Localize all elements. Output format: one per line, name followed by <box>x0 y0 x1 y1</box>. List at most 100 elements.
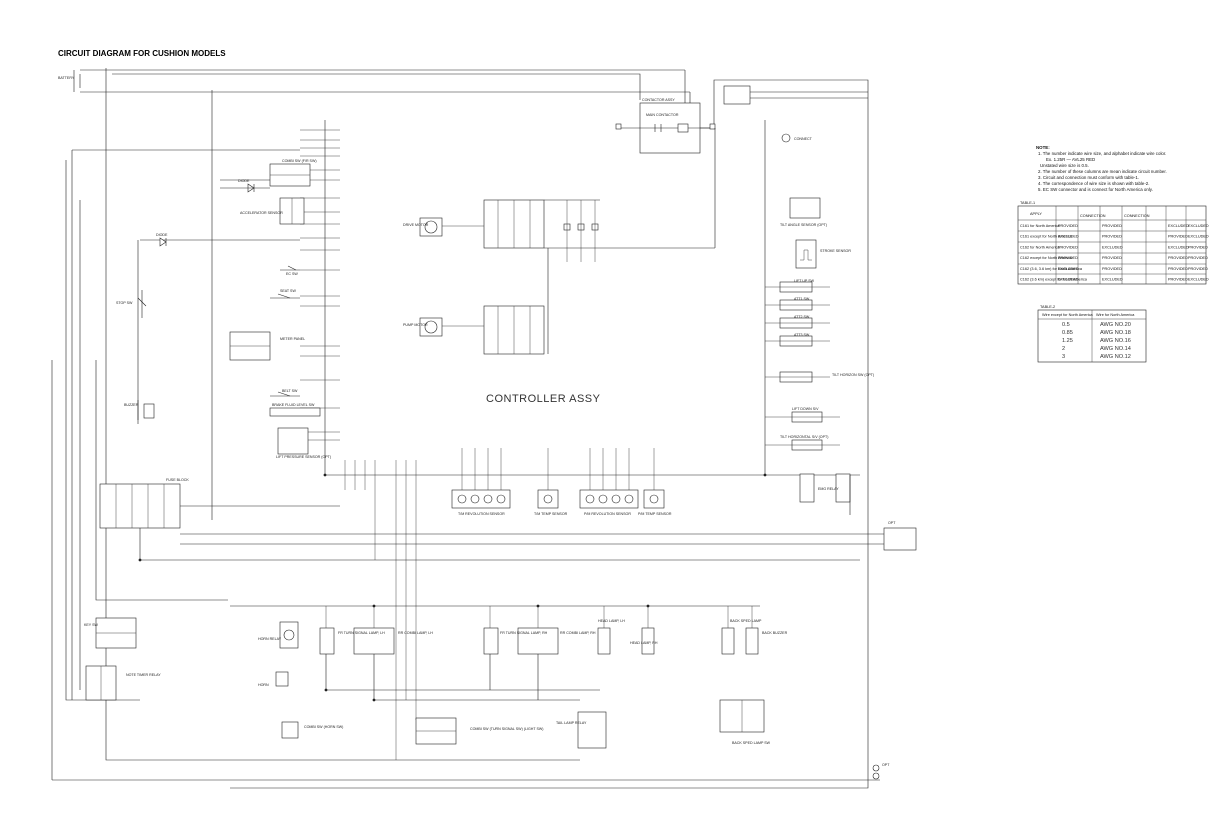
opt-label-bottom: OPT <box>882 763 890 767</box>
solenoid-valves <box>765 411 840 451</box>
head-lh-label: HEAD LAMP, LH <box>598 619 625 623</box>
table1-cell: PROVIDED <box>1168 278 1188 282</box>
table1-cell: EXCLUDED <box>1058 267 1079 271</box>
table1-cell: EXCLUDED <box>1102 245 1123 249</box>
main-contactor-label: MAIN CONTACTOR <box>646 113 679 117</box>
table1-cell: PROVIDED <box>1102 256 1122 260</box>
lift-pressure-sensor <box>277 427 309 455</box>
emg-relay <box>799 473 851 515</box>
brake-fluid-label: BRAKE FLUID LEVEL SW <box>272 403 315 407</box>
contactor-assy <box>615 102 716 154</box>
belt-sw-label: BELT SW <box>282 389 298 393</box>
lift-down-label: LIFT DOWN S/V <box>792 407 819 411</box>
back-lamp-sw <box>719 699 765 733</box>
battery-symbol <box>73 69 690 93</box>
tilt-angle-sensor <box>789 197 821 219</box>
stop-sw-label: STOP SW <box>116 301 133 305</box>
fuse-block <box>99 483 860 561</box>
lift-up-label: LIFT UP SW <box>794 279 815 283</box>
connect-symbol <box>781 133 791 143</box>
diode-label: DIODE <box>238 179 250 183</box>
tilt-angle-label: TILT ANGLE SENSOR (OPT) <box>780 223 827 227</box>
note-line: 4. The correspondence of wire size is sh… <box>1038 181 1149 186</box>
tm-temp-label: T/M TEMP SENSOR <box>534 512 568 516</box>
table1-cell: EXCLUDED <box>1168 224 1189 228</box>
combi-horn-label: COMBI SW (HORN SW) <box>304 725 343 729</box>
back-lamp-sw-label: BACK SPED LAMP SW <box>732 741 771 745</box>
table1-cell: PROVIDED <box>1102 224 1122 228</box>
notes-block: NOTE: 1. The number indicate wire size, … <box>1036 145 1167 192</box>
lift-pressure-label: LIFT PRESSURE SENSOR (OPT) <box>276 455 331 459</box>
ec-sw-label: EC SW <box>286 272 298 276</box>
notes-heading: NOTE: <box>1036 145 1050 150</box>
table1-cell: EXCLUDED <box>1102 278 1123 282</box>
pm-rev-sensor <box>579 489 639 509</box>
seat-sw <box>270 293 300 299</box>
table2-header-2: Wire for North America <box>1096 313 1135 317</box>
horn <box>275 671 289 687</box>
tm-temp-sensor <box>537 489 559 509</box>
controller-bus <box>325 120 860 476</box>
accelerator-label: ACCELERATOR SENSOR <box>240 211 283 215</box>
combi-horn-sw <box>281 721 299 739</box>
battery-label: BATTERY <box>58 76 75 80</box>
table1-cell: PROVIDED <box>1058 256 1078 260</box>
back-buzzer-label: BACK BUZZER <box>762 631 788 635</box>
emg-label: EMG RELAY <box>818 487 839 491</box>
horn-label: HORN <box>258 683 269 687</box>
frame-wiring <box>51 68 880 789</box>
note-line: 3. Circuit and connection must conform w… <box>1038 175 1139 180</box>
drive-motor-label: DRIVE MOTOR <box>403 223 429 227</box>
fr-turn-rh-label: FR TURN SIGNAL LAMP, RH <box>500 631 548 635</box>
rr-combi-lh-label: RR COMBI LAMP, LH <box>398 631 433 635</box>
table2-cell: 1.25 <box>1062 338 1073 344</box>
table-1: TABLE-1 APPLY CONNECTION CONNECTION C161… <box>1017 201 1209 285</box>
table2-cell: 0.5 <box>1062 322 1070 328</box>
buzzer-label: BUZZER <box>124 403 139 407</box>
table1-apply-cell: C162 except for North America <box>1020 256 1073 260</box>
table-2: TABLE-2 Wire except for North America Wi… <box>1037 305 1147 363</box>
table1-cell: EXCLUDED <box>1188 224 1209 228</box>
buzzer-symbol <box>137 400 155 424</box>
brake-fluid-sw <box>269 407 321 417</box>
att2-label: ATT2 SW <box>794 315 810 319</box>
table2-title: TABLE-2 <box>1040 305 1055 309</box>
table1-cell: PROVIDED <box>1188 267 1208 271</box>
note-line: 1. The number indicate wire size, and al… <box>1038 151 1166 156</box>
table1-header-connection-2: CONNECTION <box>1124 214 1150 218</box>
table1-apply-cell: C162 for North America <box>1020 245 1061 249</box>
opt-connector-bottom <box>872 764 880 780</box>
diode2-symbol <box>159 237 167 247</box>
table1-cell: PROVIDED <box>1188 245 1208 249</box>
key-sw <box>95 617 137 649</box>
horn-relay <box>279 621 299 649</box>
tm-rev-label: T/M REVOLUTION SENSOR <box>458 512 505 516</box>
connector-dots <box>138 473 767 702</box>
capacitors <box>563 128 716 262</box>
table2-cell: AWG NO.14 <box>1100 346 1131 352</box>
tm-rev-sensor <box>451 489 511 509</box>
combi-turn-label: COMBI SW (TURN SIGNAL SW) (LIGHT SW) <box>470 727 543 731</box>
note-relay <box>85 665 117 701</box>
stop-sw <box>137 290 147 318</box>
pm-temp-label: P/M TEMP SENSOR <box>638 512 672 516</box>
ec-sw <box>280 265 300 271</box>
right-switches <box>765 281 830 383</box>
pm-temp-sensor <box>643 489 665 509</box>
table2-cell: 2 <box>1062 346 1065 352</box>
table2-cell: AWG NO.18 <box>1100 330 1131 336</box>
drive-inverter <box>442 199 715 249</box>
table1-cell: PROVIDED <box>1168 267 1188 271</box>
table1-cell: PROVIDED <box>1168 235 1188 239</box>
note-line: 5. EC SW connector and is connect for No… <box>1038 187 1153 192</box>
head-rh-label: HEAD LAMP, RH <box>630 641 658 645</box>
stroke-label: STROKE SENSOR <box>820 249 851 253</box>
table2-cell: AWG NO.16 <box>1100 338 1131 344</box>
tilt-horizon-label: TILT HORIZON SW (OPT) <box>832 373 874 377</box>
controller-left-connector <box>300 120 340 475</box>
diode2-label: DIODE <box>156 233 168 237</box>
tilt-horizontal-label: TILT HORIZONTAL S/V (OPT) <box>780 435 828 439</box>
pm-rev-label: P/M REVOLUTION SENSOR <box>584 512 631 516</box>
accelerator-sensor <box>279 197 305 225</box>
